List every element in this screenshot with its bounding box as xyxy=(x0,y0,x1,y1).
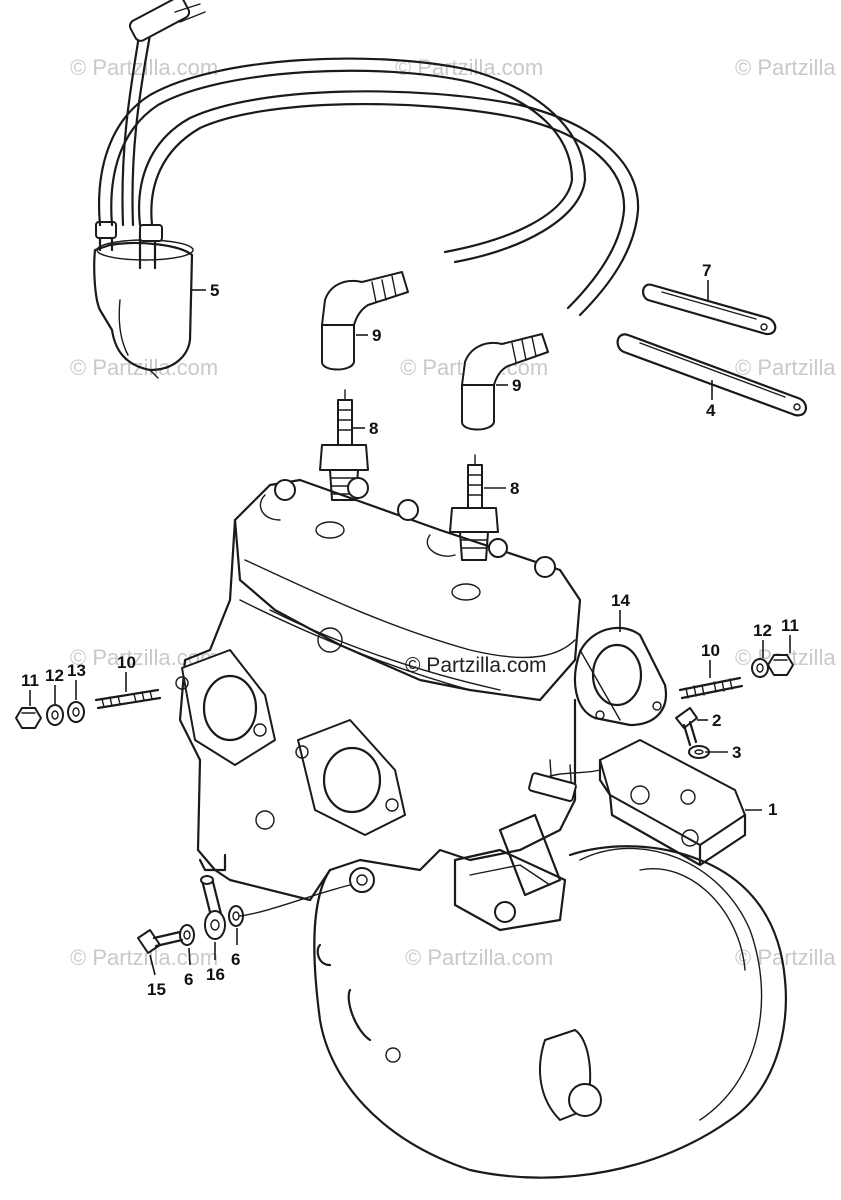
bolt-control-unit xyxy=(675,707,698,747)
callout-7: 7 xyxy=(702,261,711,280)
callout-8-right: 8 xyxy=(510,479,519,498)
callout-6-left: 6 xyxy=(184,970,193,989)
callout-6-right: 6 xyxy=(231,950,240,969)
callout-11-right: 11 xyxy=(781,616,799,635)
callout-5: 5 xyxy=(210,281,219,300)
callout-9-right: 9 xyxy=(512,376,521,395)
spark-plug-right xyxy=(449,454,499,561)
flat-washer-left xyxy=(67,701,85,723)
stud-right xyxy=(678,676,744,700)
fuel-line xyxy=(239,884,351,917)
spark-plug-cap-right xyxy=(461,333,549,431)
washer-right xyxy=(751,658,769,678)
callout-10-left: 10 xyxy=(117,653,136,672)
control-unit xyxy=(528,739,747,867)
high-tension-leads xyxy=(98,0,640,317)
banjo-fitting xyxy=(200,875,226,940)
callout-1: 1 xyxy=(768,800,777,819)
callout-10-right: 10 xyxy=(701,641,720,660)
nut-left xyxy=(15,707,42,729)
callout-3: 3 xyxy=(732,743,741,762)
callout-12-right: 12 xyxy=(753,621,772,640)
callout-15: 15 xyxy=(147,980,166,999)
watermark-top-center: © Partzilla.com xyxy=(395,55,543,80)
stud-left xyxy=(94,688,162,710)
ignition-coil xyxy=(93,221,194,379)
watermark-bottom-left: © Partzilla.com xyxy=(70,945,218,970)
watermark-top-right: © Partzilla xyxy=(735,55,836,80)
watermark-center-dark: © Partzilla.com xyxy=(405,654,547,677)
spark-plug-cap-left xyxy=(321,271,409,371)
watermark-bottom-center: © Partzilla.com xyxy=(405,945,553,970)
nut-right xyxy=(767,654,794,676)
callout-11-left: 11 xyxy=(21,671,39,690)
leader-lines xyxy=(29,280,791,976)
exhaust-flange-left xyxy=(175,649,276,766)
callout-16: 16 xyxy=(206,965,225,984)
mounting-strap-upper xyxy=(642,283,777,336)
sealing-washer-left xyxy=(179,924,195,946)
callout-12-left: 12 xyxy=(45,666,64,685)
callout-4: 4 xyxy=(706,401,716,420)
engine-block xyxy=(178,477,621,902)
callouts: 1 2 3 4 5 6 6 7 8 8 9 9 10 10 11 11 12 1… xyxy=(21,261,799,999)
watermark-mid-right: © Partzilla xyxy=(735,355,836,380)
lock-washer-left xyxy=(46,704,64,726)
callout-8-left: 8 xyxy=(369,419,378,438)
crankcase xyxy=(313,813,787,1179)
callout-13: 13 xyxy=(67,661,86,680)
banjo-bolt xyxy=(137,929,184,954)
callout-2: 2 xyxy=(712,711,721,730)
mounting-strap-lower xyxy=(616,333,807,417)
exhaust-flange-right xyxy=(295,719,406,836)
watermark-bottom-right: © Partzilla xyxy=(735,945,836,970)
callout-14: 14 xyxy=(611,591,630,610)
callout-9-left: 9 xyxy=(372,326,381,345)
exhaust-gasket xyxy=(573,626,668,727)
